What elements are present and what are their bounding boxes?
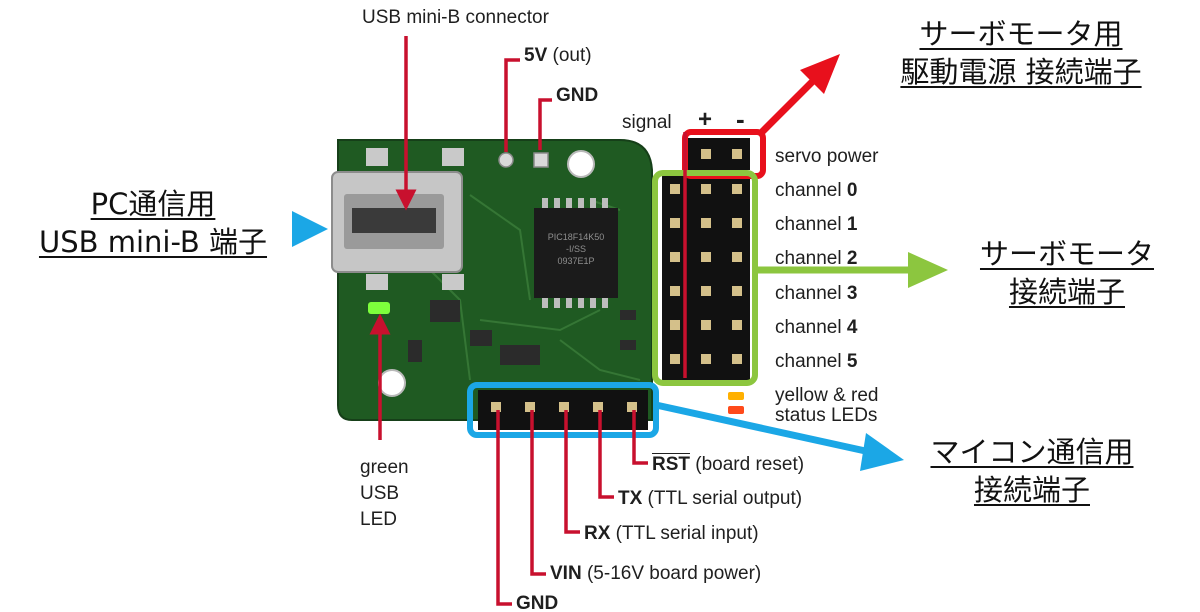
5v-label: 5V (out)	[524, 46, 592, 65]
serial-header	[478, 390, 648, 430]
channel-0-number: 0	[846, 180, 858, 201]
servo-channels-highlight	[652, 170, 758, 386]
chip-marking-3: 0937E1P	[557, 256, 594, 266]
usb-connector	[331, 148, 464, 290]
pc-comm-line2: USB mini-B 端子	[38, 224, 268, 259]
channel-0-word: channel	[775, 180, 842, 201]
channel-2-word: channel	[775, 248, 842, 269]
mcu-comm-annotation: マイコン通信用 接続端子	[902, 434, 1162, 509]
microcontroller-chip	[534, 198, 618, 308]
servo-power-header	[688, 138, 750, 170]
mcu-comm-line1: マイコン通信用	[930, 435, 1134, 469]
pad-5v	[498, 152, 514, 168]
channel-5-number: 5	[846, 351, 858, 372]
green-led	[368, 302, 390, 314]
status-leds-label-1: yellow & red	[775, 385, 879, 406]
vin-label-bold: VIN	[550, 563, 582, 584]
smd-components	[408, 300, 636, 365]
channel-0-label: channel 0	[775, 181, 857, 200]
channel-1-word: channel	[775, 214, 842, 235]
callout-lines	[369, 36, 687, 606]
servo-arrow-icon	[755, 252, 948, 288]
rst-label-bold: RST	[652, 454, 690, 475]
servo-power-line1: サーボモータ用	[919, 17, 1123, 51]
mount-hole-bottom	[378, 369, 406, 397]
green-led-label-1: green	[360, 457, 409, 478]
pc-arrow-icon	[292, 211, 328, 247]
servo-power-label: servo power	[775, 146, 879, 167]
servo-line1: サーボモータ	[979, 237, 1154, 271]
chip-marking-1: PIC18F14K50	[548, 232, 605, 242]
green-led-label-2: USB	[360, 483, 400, 504]
pc-comm-annotation: PC通信用 USB mini-B 端子	[28, 186, 278, 261]
pad-gnd	[533, 152, 549, 168]
mcu-comm-line2: 接続端子	[973, 472, 1090, 507]
rst-label: RST (board reset)	[652, 455, 804, 474]
servo-header	[662, 172, 750, 380]
gnd-top-label: GND	[556, 85, 599, 106]
rx-label-bold: RX	[584, 523, 611, 544]
gnd-bottom-label: GND	[516, 593, 559, 612]
serial-highlight	[467, 382, 659, 438]
status-leds	[728, 392, 744, 414]
channel-3-label: channel 3	[775, 284, 857, 303]
channel-4-word: channel	[775, 317, 842, 338]
channel-5-label: channel 5	[775, 352, 857, 371]
vin-label: VIN (5-16V board power)	[550, 564, 761, 583]
servo-power-annotation: サーボモータ用 駆動電源 接続端子	[862, 16, 1180, 91]
green-led-label-3: LED	[360, 509, 397, 530]
minus-label: -	[736, 104, 745, 134]
rx-label: RX (TTL serial input)	[584, 524, 759, 543]
5v-label-bold: 5V	[524, 45, 548, 66]
channel-1-number: 1	[846, 214, 858, 235]
mcu-arrow-icon	[655, 401, 904, 471]
channel-3-number: 3	[846, 283, 858, 304]
tx-label-rest: (TTL serial output)	[642, 488, 803, 509]
servo-annotation: サーボモータ 接続端子	[952, 236, 1182, 311]
vin-label-rest: (5-16V board power)	[581, 563, 762, 584]
channel-1-label: channel 1	[775, 215, 857, 234]
servo-power-arrow-icon	[757, 54, 840, 137]
channel-4-label: channel 4	[775, 318, 857, 337]
rst-label-rest: (board reset)	[690, 454, 805, 475]
servo-power-line2: 駆動電源 接続端子	[900, 54, 1142, 89]
channel-2-number: 2	[846, 248, 858, 269]
usb-connector-label: USB mini-B connector	[362, 7, 549, 28]
chip-marking-2: -I/SS	[566, 244, 586, 254]
pc-comm-line1: PC通信用	[90, 187, 216, 221]
5v-label-rest: (out)	[547, 45, 592, 66]
channel-2-label: channel 2	[775, 249, 857, 268]
channel-4-number: 4	[846, 317, 858, 338]
rx-label-rest: (TTL serial input)	[610, 523, 759, 544]
tx-label-bold: TX	[618, 488, 643, 509]
signal-label: signal	[622, 112, 672, 133]
tx-label: TX (TTL serial output)	[618, 489, 802, 508]
servo-line2: 接続端子	[1008, 274, 1125, 309]
status-leds-label-2: status LEDs	[775, 405, 878, 426]
mount-hole-top	[567, 150, 595, 178]
channel-3-word: channel	[775, 283, 842, 304]
plus-label: +	[698, 106, 713, 133]
channel-5-word: channel	[775, 351, 842, 372]
